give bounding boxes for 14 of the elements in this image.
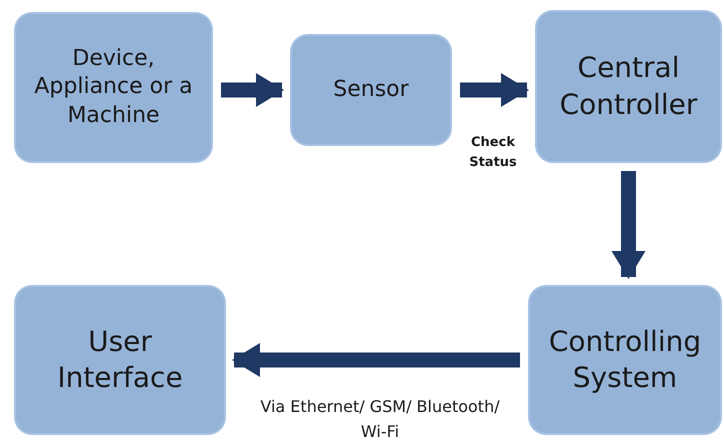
process-box — [14, 12, 213, 163]
box-label: User Interface — [56, 324, 184, 396]
arrow — [460, 73, 529, 107]
process-box — [528, 285, 722, 435]
arrow — [612, 171, 646, 279]
process-box — [535, 10, 722, 163]
box-label: Sensor — [332, 76, 410, 104]
box-label: Controlling System — [548, 324, 702, 396]
box-label: Device, Appliance or a Machine — [33, 44, 194, 130]
process-box — [14, 285, 226, 435]
process-box — [290, 34, 452, 146]
arrow — [232, 343, 520, 377]
box-label: Central Controller — [558, 50, 698, 122]
arrow — [221, 73, 284, 107]
